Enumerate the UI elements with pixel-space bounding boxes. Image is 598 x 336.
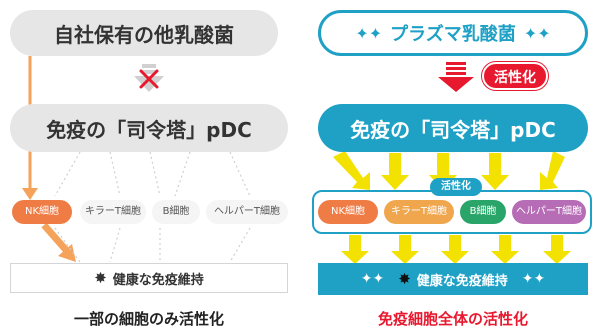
- nk-to-health-arrow-line: [41, 222, 69, 253]
- right-pdc-label: 免疫の「司令塔」pDC: [350, 117, 556, 142]
- blocked-arrow: [134, 64, 164, 92]
- left-cell-killer-t-label: キラーT細胞: [84, 206, 142, 217]
- right-top-label: プラズマ乳酸菌: [390, 24, 516, 45]
- right-group-label-text: 活性化: [441, 181, 471, 192]
- sparkle-icon-bottom-right: ✦✦: [521, 271, 546, 287]
- right-pdc-pill: 免疫の「司令塔」pDC: [318, 104, 588, 152]
- sparkle-icon-left: ✦✦: [355, 23, 383, 43]
- right-cell-helper-t: ヘルパーT細胞: [512, 200, 586, 224]
- right-bottom-box: ✦✦ ✸ 健康な免疫維持 ✦✦: [318, 263, 588, 295]
- right-cell-helper-t-label: ヘルパーT細胞: [515, 206, 583, 217]
- yellow-arrows-bottom: [341, 235, 571, 264]
- left-dotted-connectors: [54, 151, 251, 263]
- right-caption: 免疫細胞全体の活性化: [318, 308, 588, 329]
- right-cell-b: B細胞: [460, 200, 506, 224]
- right-bottom-icon: ✸: [398, 270, 411, 288]
- right-group-label: 活性化: [430, 178, 482, 196]
- left-cell-nk: NK細胞: [12, 200, 72, 224]
- left-cell-killer-t: キラーT細胞: [80, 200, 146, 224]
- left-bottom-icon: ✸: [94, 269, 107, 287]
- sparkle-icon-bottom-left: ✦✦: [360, 271, 385, 287]
- nk-to-health-arrow-head: [58, 244, 76, 262]
- left-cell-helper-t-label: ヘルパーT細胞: [213, 206, 281, 217]
- left-cell-b: B細胞: [152, 200, 200, 224]
- right-cell-killer-t-label: キラーT細胞: [390, 206, 448, 217]
- left-caption: 一部の細胞のみ活性化: [10, 308, 288, 329]
- left-pdc-pill: 免疫の「司令塔」pDC: [10, 104, 288, 152]
- left-cell-b-label: B細胞: [162, 206, 190, 217]
- activate-badge: 活性化: [482, 62, 548, 90]
- nk-direct-arrow-head: [22, 188, 38, 200]
- right-caption-text: 免疫細胞全体の活性化: [377, 310, 528, 328]
- right-cell-killer-t: キラーT細胞: [384, 200, 454, 224]
- left-top-label: 自社保有の他乳酸菌: [54, 22, 234, 47]
- left-pdc-label: 免疫の「司令塔」pDC: [46, 117, 252, 142]
- left-bottom-box: ✸ 健康な免疫維持: [10, 263, 288, 293]
- left-cell-helper-t: ヘルパーT細胞: [206, 200, 288, 224]
- left-cell-nk-label: NK細胞: [24, 206, 60, 217]
- activate-badge-label: 活性化: [494, 70, 536, 86]
- right-cell-b-label: B細胞: [469, 206, 497, 217]
- left-top-pill: 自社保有の他乳酸菌: [10, 10, 278, 56]
- right-top-pill: ✦✦ プラズマ乳酸菌 ✦✦: [318, 10, 588, 56]
- left-bottom-label: 健康な免疫維持: [112, 272, 204, 288]
- right-cell-nk: NK細胞: [318, 200, 378, 224]
- red-x-icon: [139, 69, 159, 89]
- left-caption-text: 一部の細胞のみ活性化: [73, 310, 224, 328]
- sparkle-icon-right: ✦✦: [523, 23, 551, 43]
- red-dotted-arrow: [438, 62, 474, 92]
- right-cell-nk-label: NK細胞: [330, 206, 366, 217]
- right-bottom-label: 健康な免疫維持: [416, 273, 508, 289]
